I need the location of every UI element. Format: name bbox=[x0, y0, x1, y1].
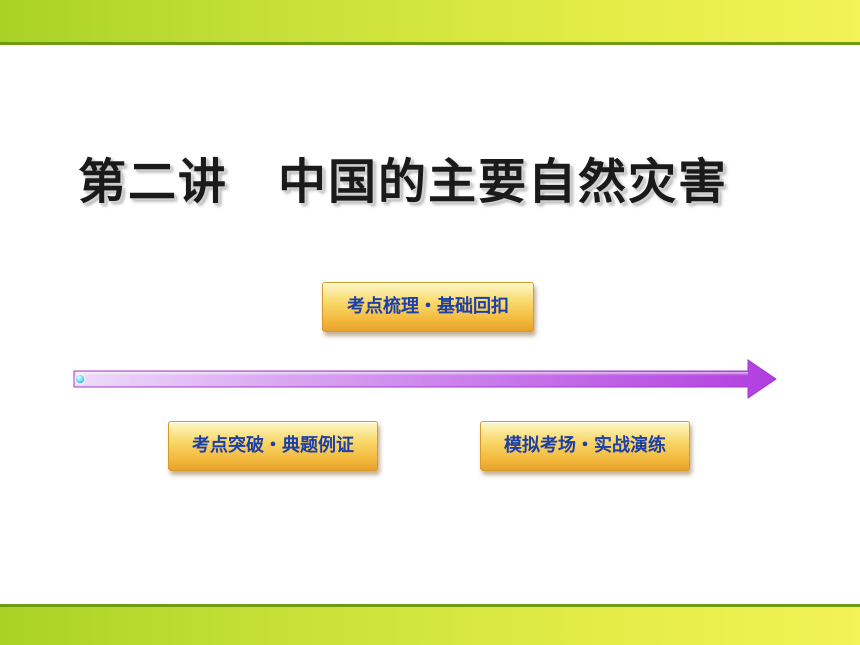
timeline-arrow-icon bbox=[73, 359, 777, 399]
bottom-band-line bbox=[0, 604, 860, 607]
button-breakthrough-examples[interactable]: 考点突破・典题例证 bbox=[168, 421, 378, 471]
bottom-band bbox=[0, 607, 860, 645]
button-review-basics[interactable]: 考点梳理・基础回扣 bbox=[322, 282, 534, 332]
top-band-line bbox=[0, 42, 860, 45]
slide-title: 第二讲 中国的主要自然灾害 bbox=[78, 154, 729, 210]
top-band bbox=[0, 0, 860, 42]
button-mock-exam-practice[interactable]: 模拟考场・实战演练 bbox=[480, 421, 690, 471]
circle-dot-icon bbox=[74, 373, 86, 385]
